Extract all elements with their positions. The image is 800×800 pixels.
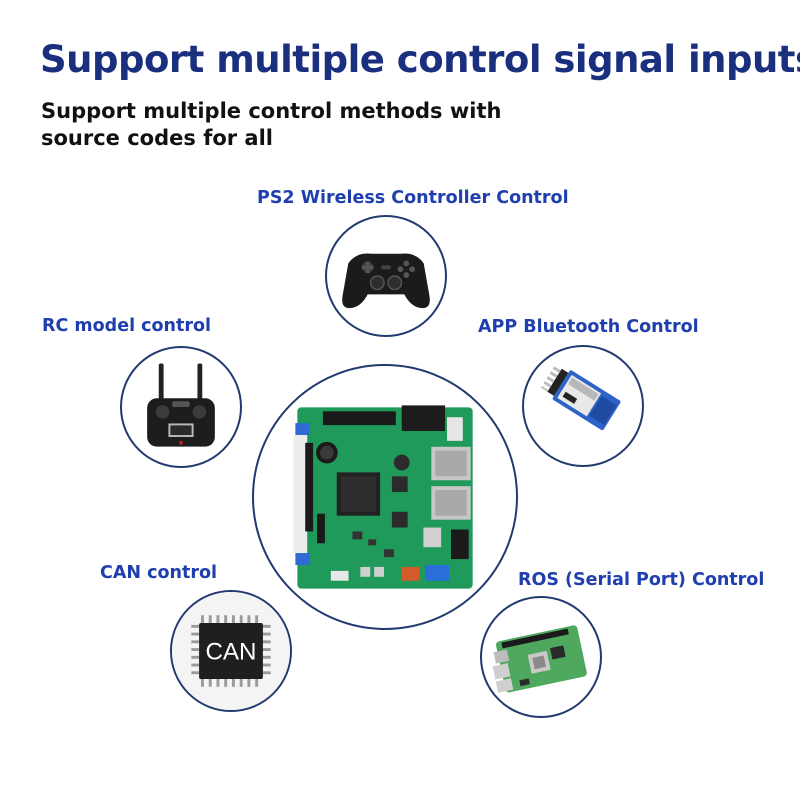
bluetooth-control-circle [522, 345, 644, 467]
bluetooth-module-icon [540, 366, 621, 431]
can-control-label: CAN control [100, 563, 217, 583]
rc-control-label: RC model control [42, 316, 212, 336]
rc-transmitter-icon [147, 363, 215, 447]
ros-control-label: ROS (Serial Port) Control [518, 570, 765, 590]
bluetooth-control-label: APP Bluetooth Control [478, 317, 699, 337]
page-subtitle: Support multiple control methods with so… [41, 99, 502, 150]
page-title: Support multiple control signal inputs [40, 38, 800, 81]
rc-control-circle [120, 346, 242, 468]
ps2-control-label: PS2 Wireless Controller Control [257, 188, 569, 208]
ros-control-circle [480, 596, 602, 718]
raspberry-pi-board-icon [492, 625, 587, 693]
gamepad-icon [342, 253, 430, 309]
ps2-control-circle [325, 215, 447, 337]
controller-board-icon [293, 405, 473, 589]
can-chip-text: CAN [205, 639, 256, 666]
controller-board-circle [252, 364, 518, 630]
can-chip-icon: CAN [172, 592, 290, 710]
can-control-circle: CAN [170, 590, 292, 712]
